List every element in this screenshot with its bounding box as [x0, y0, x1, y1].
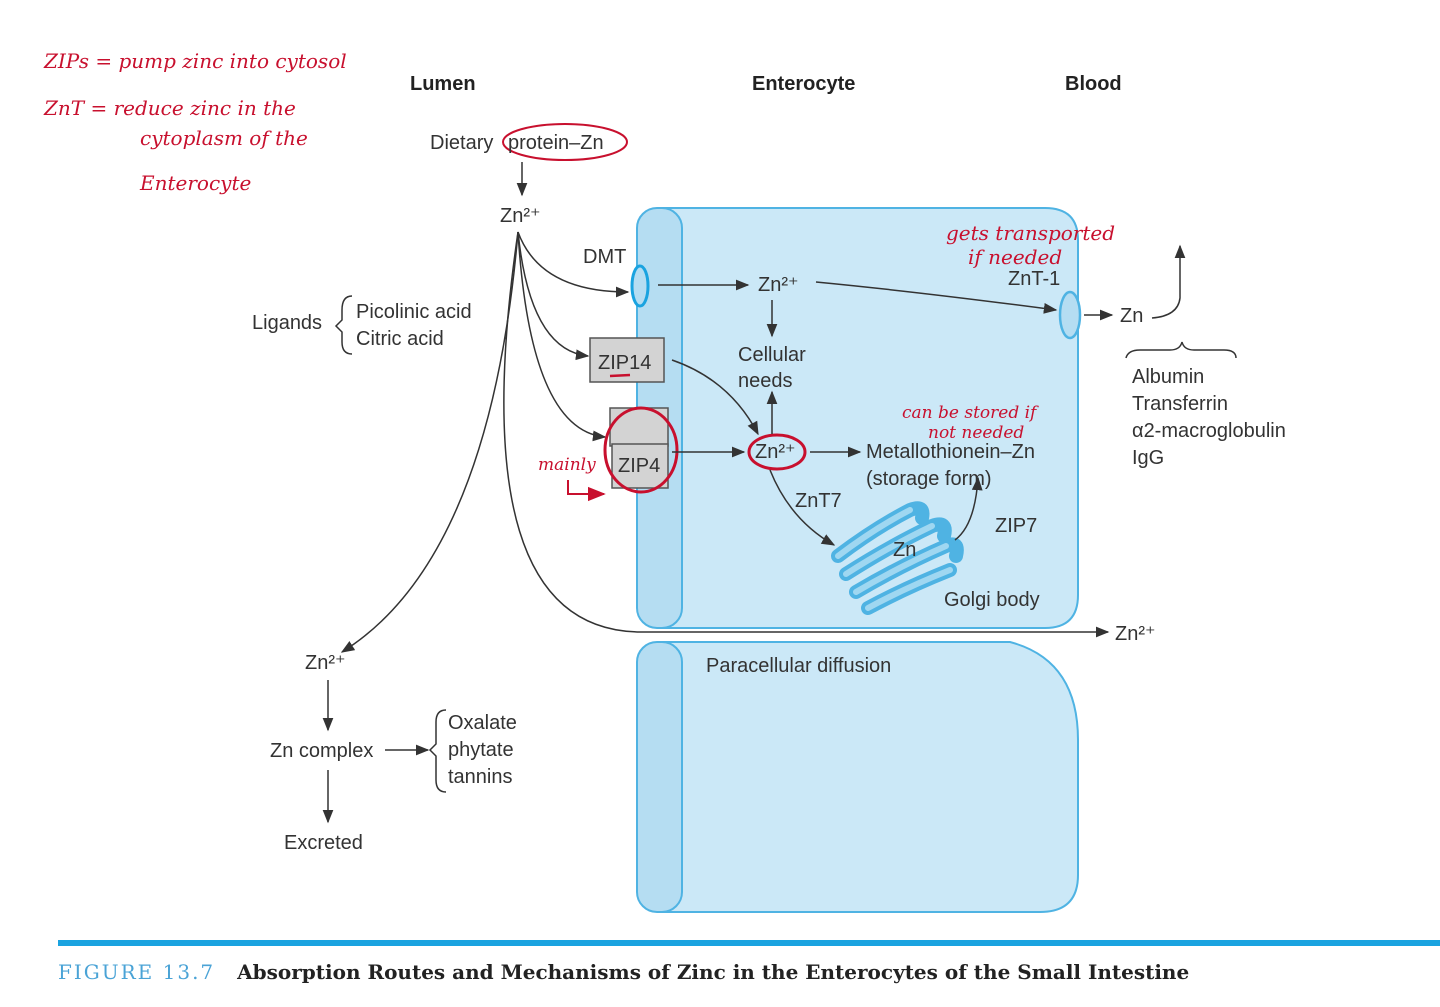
note-znt-line1: ZnT = reduce zinc in the	[43, 96, 296, 120]
note-znt-line3: Enterocyte	[139, 171, 251, 195]
label-zn-low: Zn²⁺	[305, 652, 346, 674]
label-dietary: Dietary	[430, 132, 493, 154]
label-oxalate: Oxalate	[448, 712, 517, 734]
znt1-transporter	[1058, 290, 1082, 340]
figure-title: Absorption Routes and Mechanisms of Zinc…	[237, 960, 1190, 984]
label-cellular: Cellular	[738, 344, 806, 366]
label-zn-complex: Zn complex	[270, 740, 373, 762]
label-macroglobulin: α2-macroglobulin	[1132, 420, 1286, 442]
header-blood: Blood	[1065, 73, 1122, 95]
label-zip7: ZIP7	[995, 515, 1037, 537]
caption-rule	[58, 940, 1440, 946]
label-albumin: Albumin	[1132, 366, 1204, 388]
label-znt7: ZnT7	[795, 490, 842, 512]
label-znt1: ZnT-1	[1008, 268, 1060, 290]
label-metallothionein: Metallothionein–Zn	[866, 441, 1035, 463]
label-transferrin: Transferrin	[1132, 393, 1228, 415]
header-lumen: Lumen	[410, 73, 476, 95]
label-needs: needs	[738, 370, 793, 392]
label-dmt: DMT	[583, 246, 626, 268]
enterocyte-cell	[636, 207, 1079, 629]
label-zn-upper: Zn²⁺	[758, 274, 799, 296]
label-zn-mid: Zn²⁺	[755, 441, 796, 463]
lower-enterocyte-cell	[636, 641, 1079, 913]
label-tannins: tannins	[448, 766, 513, 788]
note-zips: ZIPs = pump zinc into cytosol	[43, 49, 347, 73]
label-igg: IgG	[1132, 447, 1164, 469]
label-zip14: ZIP14	[598, 352, 651, 374]
note-mainly: mainly	[538, 455, 596, 475]
note-transport-line2: if needed	[968, 245, 1062, 269]
label-ligands: Ligands	[252, 312, 322, 334]
label-blood-zn: Zn	[1120, 305, 1143, 327]
label-picolinic: Picolinic acid	[356, 301, 472, 323]
golgi-body-icon	[831, 501, 964, 615]
label-citric: Citric acid	[356, 328, 444, 350]
label-storage: (storage form)	[866, 468, 992, 490]
annotation-circle-zip4	[603, 406, 679, 494]
label-paracellular: Paracellular diffusion	[706, 655, 891, 677]
figure-caption: FIGURE 13.7 Absorption Routes and Mechani…	[58, 960, 1189, 985]
label-golgi: Golgi body	[944, 589, 1040, 611]
label-zip4: ZIP4	[618, 455, 660, 477]
figure-number: FIGURE 13.7	[58, 960, 216, 984]
note-transport-line1: gets transported	[946, 221, 1115, 245]
annotation-circle-protein	[502, 123, 628, 161]
note-znt-line2: cytoplasm of the	[140, 126, 308, 150]
label-phytate: phytate	[448, 739, 514, 761]
label-excreted: Excreted	[284, 832, 363, 854]
zip4-transporter	[611, 443, 669, 489]
dmt-transporter	[630, 264, 650, 308]
label-blood-zn2: Zn²⁺	[1115, 623, 1156, 645]
label-zn-top: Zn²⁺	[500, 205, 541, 227]
note-store-line2: not needed	[928, 423, 1024, 443]
label-golgi-zn: Zn	[893, 539, 916, 561]
label-protein-zn: protein–Zn	[508, 132, 604, 154]
note-store-line1: can be stored if	[902, 403, 1039, 423]
annotation-circle-zn-mid	[747, 433, 807, 471]
header-enterocyte: Enterocyte	[752, 73, 855, 95]
